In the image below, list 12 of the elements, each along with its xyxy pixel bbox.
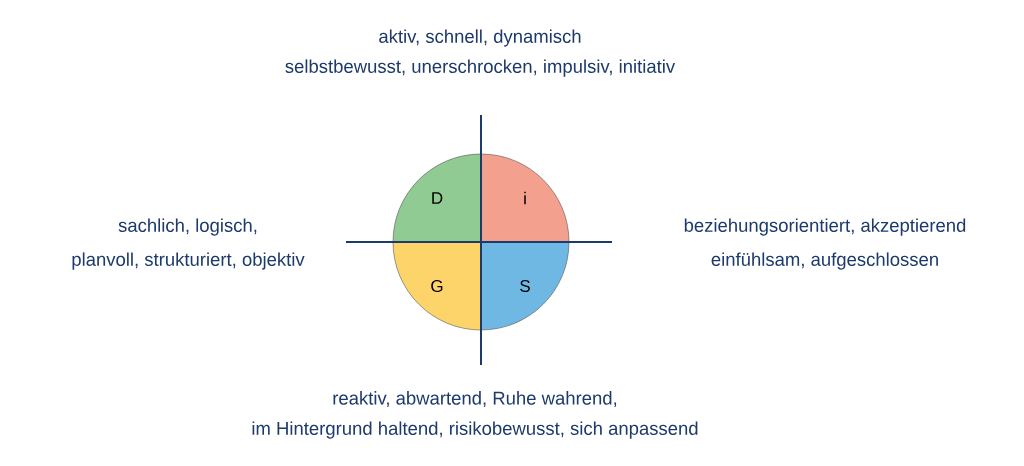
- quadrant: S: [480, 241, 570, 331]
- trait-text: sachlich, logisch,: [118, 218, 257, 236]
- trait-text: planvoll, strukturiert, objektiv: [72, 252, 305, 270]
- trait-text: selbstbewusst, unerschrocken, impulsiv, initiativ: [285, 59, 676, 77]
- trait-text: einfühlsam, aufgeschlossen: [711, 252, 938, 270]
- trait-text: reaktiv, abwartend, Ruhe wahrend,: [333, 391, 617, 407]
- trait-text: aktiv, schnell, dynamisch: [379, 29, 581, 47]
- quadrant: i: [480, 153, 570, 243]
- quadrant: D: [392, 153, 482, 243]
- trait-text: im Hintergrund haltend, risikobewusst, sich anpassend: [252, 421, 698, 439]
- quadrant: G: [392, 241, 482, 331]
- trait-text: beziehungsorientiert, akzeptierend: [684, 218, 966, 236]
